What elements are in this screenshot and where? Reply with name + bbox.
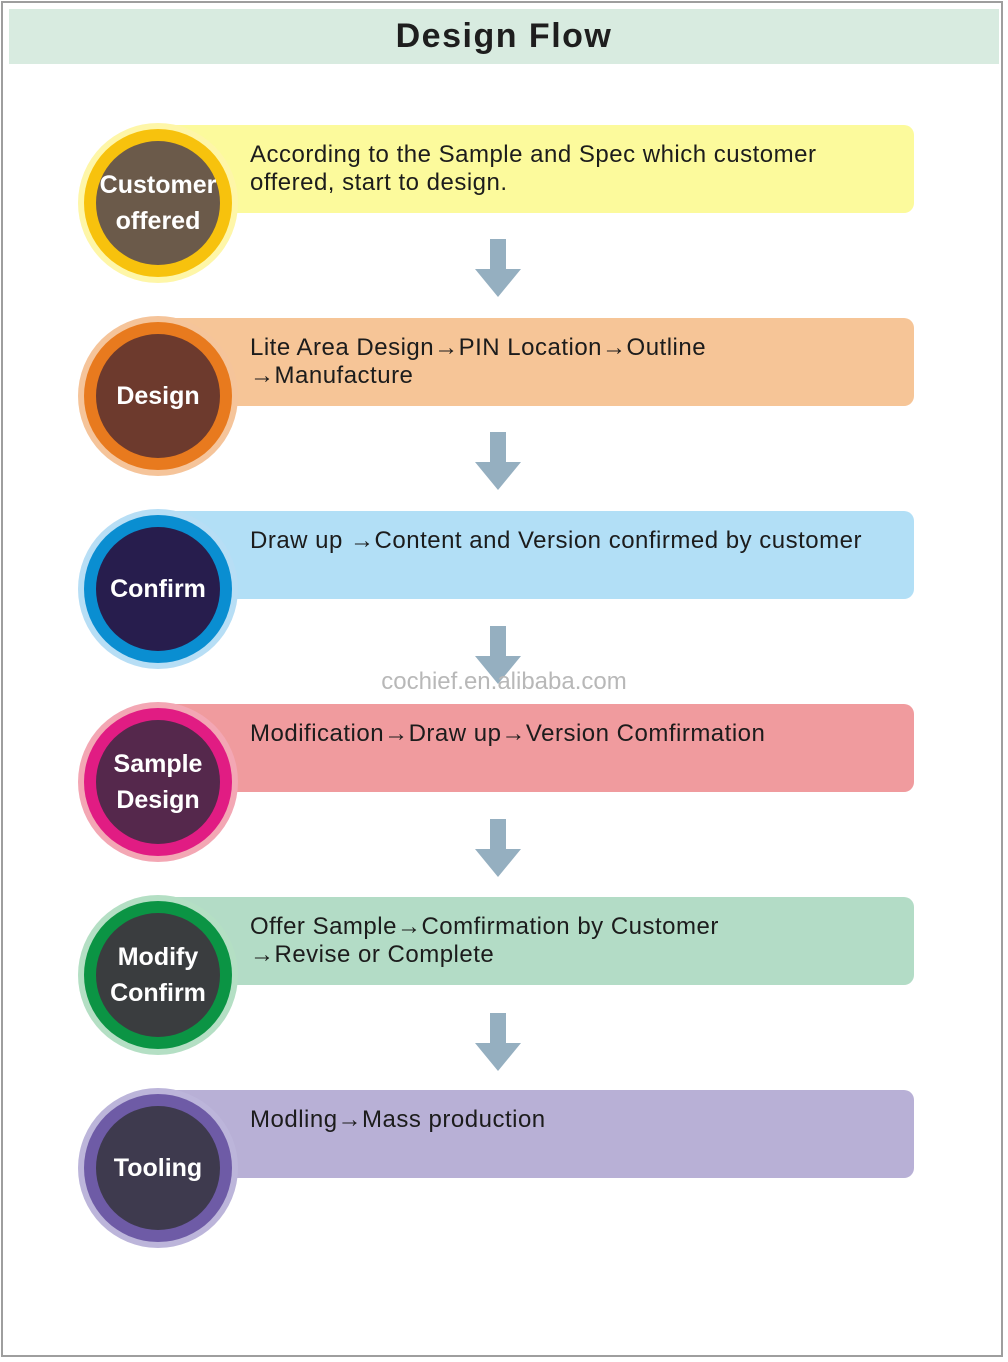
step-customer-offered: According to the Sample and Spec which c…	[0, 123, 1008, 283]
step-label: Sample Design	[113, 750, 203, 814]
step-description-box: Modification→Draw up→Version Comfirmatio…	[158, 704, 914, 792]
step-circle: Customer offered	[96, 141, 220, 265]
step-description-box: According to the Sample and Spec which c…	[158, 125, 914, 213]
title-banner: Design Flow	[9, 9, 999, 64]
page-title: Design Flow	[395, 17, 613, 55]
step-design: Lite Area Design→PIN Location→Outline →M…	[0, 316, 1008, 476]
down-arrow-icon	[475, 432, 521, 490]
down-arrow-icon	[475, 239, 521, 297]
step-description-box: Lite Area Design→PIN Location→Outline →M…	[158, 318, 914, 406]
step-label: Customer offered	[99, 171, 217, 235]
step-circle: Tooling	[96, 1106, 220, 1230]
step-description-box: Offer Sample→Comfirmation by Customer →R…	[158, 897, 914, 985]
step-confirm: Draw up →Content and Version confirmed b…	[0, 509, 1008, 669]
step-circle: Design	[96, 334, 220, 458]
step-description: Modification→Draw up→Version Comfirmatio…	[250, 720, 766, 747]
step-label: Modify Confirm	[110, 943, 206, 1007]
step-circle: Sample Design	[96, 720, 220, 844]
watermark: cochief.en.alibaba.com	[381, 668, 627, 695]
step-description: Modling→Mass production	[250, 1106, 546, 1133]
step-label: Confirm	[110, 575, 206, 603]
down-arrow-icon	[475, 819, 521, 877]
step-circle: Modify Confirm	[96, 913, 220, 1037]
step-description-box: Draw up →Content and Version confirmed b…	[158, 511, 914, 599]
step-circle: Confirm	[96, 527, 220, 651]
step-description-box: Modling→Mass production	[158, 1090, 914, 1178]
step-description: According to the Sample and Spec which c…	[250, 141, 817, 196]
step-description: Draw up →Content and Version confirmed b…	[250, 527, 862, 554]
step-description: Offer Sample→Comfirmation by Customer →R…	[250, 913, 719, 968]
down-arrow-icon	[475, 626, 521, 684]
step-label: Tooling	[113, 1154, 203, 1182]
step-modify-confirm: Offer Sample→Comfirmation by Customer →R…	[0, 895, 1008, 1055]
step-description: Lite Area Design→PIN Location→Outline →M…	[250, 334, 707, 389]
step-label: Design	[116, 382, 200, 410]
step-sample-design: Modification→Draw up→Version Comfirmatio…	[0, 702, 1008, 862]
down-arrow-icon	[475, 1013, 521, 1071]
